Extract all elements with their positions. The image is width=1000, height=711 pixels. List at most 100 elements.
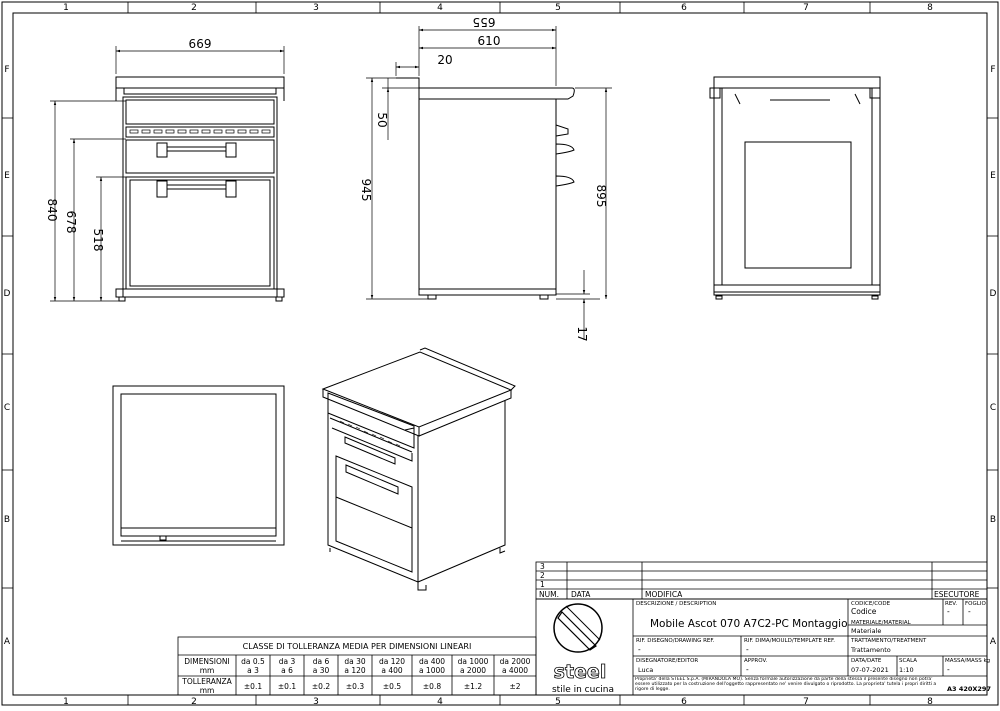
tol-range-from: da 30	[344, 657, 366, 666]
code-label: CODICE/CODE	[851, 601, 891, 607]
grid-column-labels: 1 2 3 4 5 6 7 8 1 2 3 4 5 6 7 8	[63, 3, 933, 707]
dim-side-depth-total: 655	[473, 15, 496, 29]
tolerance-row2-label: TOLLERANZA	[181, 677, 232, 686]
title-block	[535, 598, 988, 696]
scale-value: 1:10	[899, 666, 914, 674]
tol-range-from: da 2000	[500, 657, 531, 666]
revision-table	[535, 561, 988, 600]
ref-label: RIF. DISEGNO/DRAWING REF.	[636, 638, 715, 644]
col-label: 7	[803, 697, 809, 707]
approved-label: APPROV.	[744, 658, 768, 664]
tolerance-row1-label: DIMENSIONI	[184, 657, 230, 666]
row-label: E	[4, 171, 10, 181]
weight-label: MASSA/MASS kg	[945, 658, 990, 664]
front-dimensions	[50, 46, 285, 302]
code-value: Codice	[851, 607, 877, 616]
col-label: 2	[191, 3, 197, 13]
tolerance-row1-unit: mm	[200, 666, 215, 675]
rev-label: REV.	[945, 601, 957, 607]
row-label: B	[4, 515, 10, 525]
tol-range-to: a 3	[247, 666, 259, 675]
tol-value: ±0.5	[383, 682, 401, 691]
ref2-value: -	[746, 645, 749, 654]
description: Mobile Ascot 070 A7C2-PC Montaggio	[650, 618, 848, 630]
rev-row: 1	[540, 580, 545, 589]
dim-side-height: 945	[359, 179, 373, 202]
row-label: C	[990, 403, 996, 413]
tol-value: ±0.3	[346, 682, 364, 691]
material-value: Materiale	[851, 627, 881, 635]
row-label: E	[990, 171, 996, 181]
rev-col-num: NUM.	[539, 590, 559, 599]
col-label: 6	[681, 3, 687, 13]
side-view	[396, 77, 575, 300]
logo-text: steel	[554, 661, 607, 683]
vent-slots	[129, 129, 271, 134]
row-label: F	[990, 65, 995, 75]
tol-value: ±1.2	[464, 682, 482, 691]
bottom-view	[112, 385, 285, 546]
approved-value: -	[746, 665, 749, 674]
col-label: 4	[437, 3, 443, 13]
col-label: 1	[63, 697, 69, 707]
dim-feet: 17	[575, 326, 589, 341]
date-value: 07-07-2021	[851, 666, 889, 674]
sheet-format: A3 420X297	[947, 685, 991, 693]
dim-side-height2: 895	[594, 185, 608, 208]
treat-value: Trattamento	[850, 646, 891, 654]
tolerance-table	[177, 636, 537, 696]
date-label: DATA/DATE	[851, 658, 882, 664]
dim-front-h3: 518	[91, 229, 105, 252]
front-view	[115, 76, 285, 302]
material-label: MATERIALE/MATERIAL	[851, 620, 912, 626]
dim-front-width: 699	[189, 36, 212, 50]
col-label: 6	[681, 697, 687, 707]
tolerance-title: CLASSE DI TOLLERANZA MEDIA PER DIMENSION…	[243, 642, 472, 651]
tol-value: ±2	[509, 682, 520, 691]
tol-range-to: a 30	[313, 666, 330, 675]
col-label: 5	[555, 697, 561, 707]
logo-tagline: stile in cucina	[552, 685, 614, 695]
col-label: 2	[191, 697, 197, 707]
row-label: A	[990, 637, 997, 647]
tol-range-to: a 1000	[419, 666, 445, 675]
isometric-view	[321, 347, 516, 591]
tol-value: ±0.2	[312, 682, 330, 691]
dim-top-profile: 50	[375, 112, 389, 127]
col-label: 5	[555, 3, 561, 13]
tol-range-from: da 0.5	[241, 657, 265, 666]
tol-range-to: a 6	[281, 666, 293, 675]
front-dimension-labels: 699 840 678 518	[45, 36, 211, 251]
tol-range-from: da 120	[379, 657, 405, 666]
drawer-label: DISEGNATORE/EDITOR	[636, 658, 698, 664]
tol-range-from: da 1000	[458, 657, 489, 666]
treat-label: TRATTAMENTO/TREATMENT	[850, 638, 927, 644]
dim-side-depth-body: 610	[478, 34, 501, 48]
col-label: 4	[437, 697, 443, 707]
row-label: D	[4, 289, 11, 299]
dim-side-overhang: 20	[437, 53, 452, 67]
tol-value: ±0.1	[278, 682, 296, 691]
row-label: F	[4, 65, 9, 75]
rev-row: 3	[540, 562, 545, 571]
row-label: D	[990, 289, 997, 299]
legal-notice: Proprieta' della STEEL S.p.A. (MIRANDOLA…	[635, 677, 937, 693]
tol-range-from: da 6	[313, 657, 330, 666]
tol-value: ±0.8	[423, 682, 441, 691]
rev-col-date: DATA	[571, 590, 591, 599]
ref-value: -	[638, 645, 641, 654]
tol-range-from: da 400	[419, 657, 445, 666]
tolerance-row2-unit: mm	[200, 686, 215, 695]
tolerance-table-text: CLASSE DI TOLLERANZA MEDIA PER DIMENSION…	[181, 642, 530, 695]
col-label: 3	[313, 3, 319, 13]
foglio-label: FOGLIO	[965, 601, 986, 607]
tol-range-to: a 2000	[460, 666, 486, 675]
rev-row: 2	[540, 571, 545, 580]
scale-label: SCALA	[899, 658, 917, 664]
row-label: C	[4, 403, 10, 413]
desc-label: DESCRIZIONE / DESCRIPTION	[636, 601, 716, 607]
